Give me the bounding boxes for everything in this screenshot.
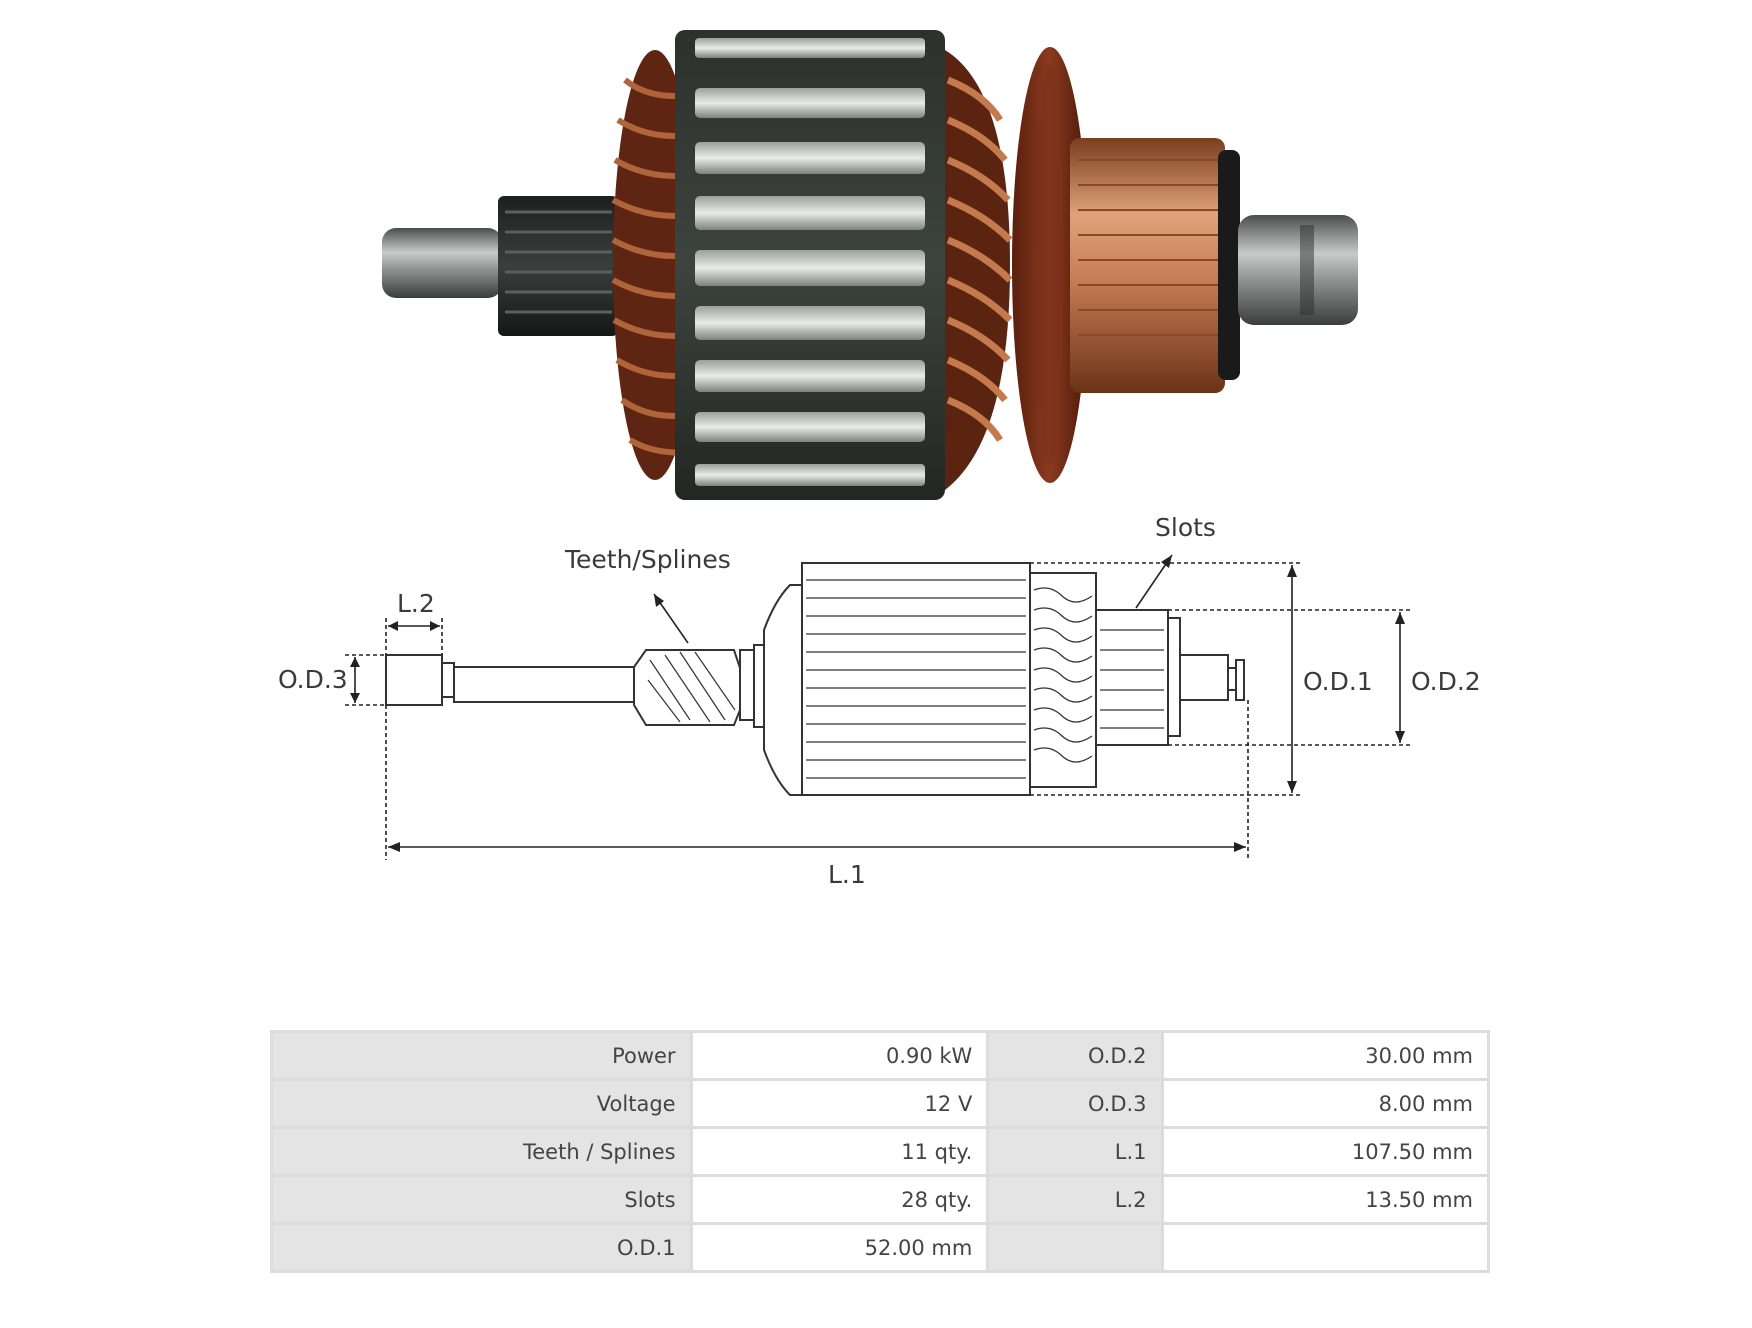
armature-core [675, 30, 945, 500]
spec-key: Teeth / Splines [273, 1129, 690, 1174]
specifications-table: Power 0.90 kW O.D.2 30.00 mm Voltage 12 … [270, 1030, 1490, 1273]
od3-label: O.D.3 [278, 665, 348, 694]
spec-key: O.D.2 [989, 1033, 1161, 1078]
armature-photo [382, 30, 1358, 500]
shaft-outline [453, 666, 635, 703]
spec-key [989, 1225, 1161, 1270]
spec-value: 28 qty. [692, 1177, 987, 1222]
od1-label: O.D.1 [1303, 667, 1373, 696]
spec-key: L.2 [989, 1177, 1161, 1222]
spec-key: O.D.3 [989, 1081, 1161, 1126]
dimension-arrowheads [350, 555, 1405, 852]
table-row: Slots 28 qty. L.2 13.50 mm [273, 1177, 1487, 1222]
spec-value: 8.00 mm [1163, 1081, 1487, 1126]
spec-value: 12 V [692, 1081, 987, 1126]
spec-key: Slots [273, 1177, 690, 1222]
spec-value: 11 qty. [692, 1129, 987, 1174]
spec-key: L.1 [989, 1129, 1161, 1174]
pinion-gear [498, 196, 618, 336]
spec-key: Voltage [273, 1081, 690, 1126]
spec-key: O.D.1 [273, 1225, 690, 1270]
dimension-lines [345, 554, 1410, 860]
commutator [1070, 138, 1240, 393]
od2-label: O.D.2 [1411, 667, 1481, 696]
shaft-end-outline [385, 654, 443, 706]
slots-label: Slots [1155, 513, 1216, 542]
table-row: Power 0.90 kW O.D.2 30.00 mm [273, 1033, 1487, 1078]
right-shaft-end [1238, 215, 1358, 325]
l1-label: L.1 [828, 860, 866, 889]
dimension-drawing: Teeth/Splines Slots L.2 O.D.3 O.D.1 O.D.… [278, 513, 1481, 889]
table-row: O.D.1 52.00 mm [273, 1225, 1487, 1270]
front-winding [945, 50, 1013, 490]
right-shaft-outline [1179, 654, 1229, 701]
drawing-outline [385, 562, 1245, 796]
spec-value: 0.90 kW [692, 1033, 987, 1078]
rear-winding-outline [763, 584, 803, 796]
l2-label: L.2 [397, 589, 435, 618]
teeth-splines-label: Teeth/Splines [564, 545, 731, 574]
spec-key: Power [273, 1033, 690, 1078]
shaft-step-outline [441, 662, 455, 698]
left-shaft-end [382, 228, 502, 298]
spec-value: 30.00 mm [1163, 1033, 1487, 1078]
spec-value: 52.00 mm [692, 1225, 987, 1270]
spec-value: 107.50 mm [1163, 1129, 1487, 1174]
spec-value [1163, 1225, 1487, 1270]
table-row: Voltage 12 V O.D.3 8.00 mm [273, 1081, 1487, 1126]
table-row: Teeth / Splines 11 qty. L.1 107.50 mm [273, 1129, 1487, 1174]
insulator-ring [1012, 47, 1088, 483]
spec-value: 13.50 mm [1163, 1177, 1487, 1222]
